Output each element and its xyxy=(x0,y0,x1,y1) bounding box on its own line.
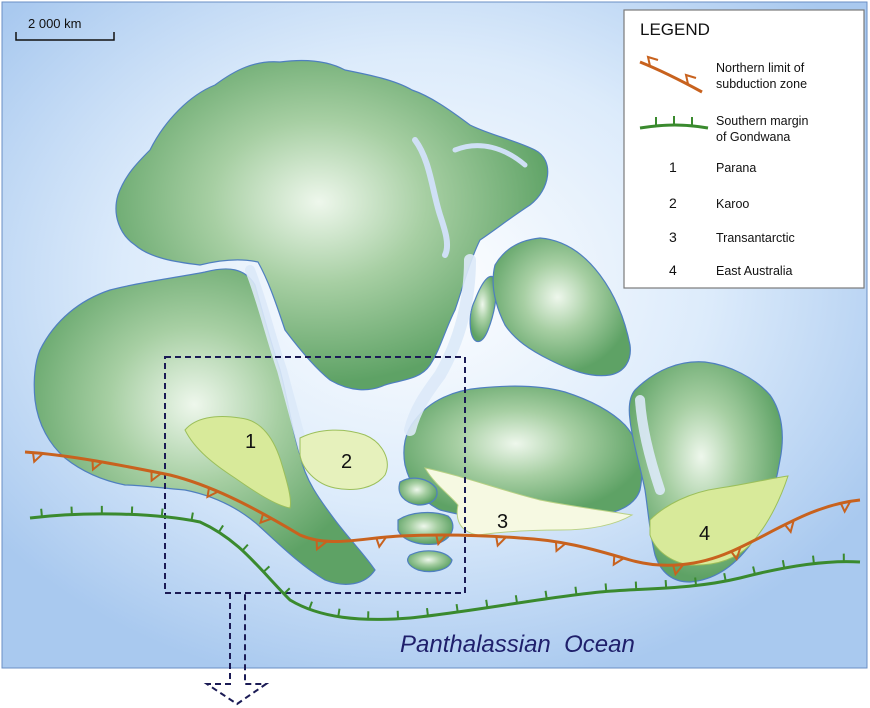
margin-tick xyxy=(514,595,519,604)
legend-number-1: 1 xyxy=(669,159,677,175)
scale-bar-label: 2 000 km xyxy=(28,16,81,31)
margin-tick xyxy=(241,543,249,552)
red-sea-inlet xyxy=(412,137,451,258)
legend-number-3: 3 xyxy=(669,229,677,245)
margin-tick xyxy=(426,607,429,617)
australia-antarctica-rift xyxy=(635,395,665,495)
africa-landmass xyxy=(115,59,549,391)
legend-subduction-symbol xyxy=(639,55,703,94)
legend-title: LEGEND xyxy=(640,20,710,39)
subduction-tooth xyxy=(375,536,388,549)
gondwana-southern-margin-line xyxy=(29,512,861,621)
subduction-tooth xyxy=(91,460,103,472)
margin-tick xyxy=(812,555,815,564)
margin-tick xyxy=(694,577,698,586)
legend-margin-symbol xyxy=(639,116,709,130)
inset-arrow xyxy=(203,593,270,706)
margin-tick xyxy=(664,579,668,589)
madagascar-landmass xyxy=(469,275,498,343)
margin-tick xyxy=(723,573,727,582)
antarctic-fragment-3 xyxy=(407,550,453,573)
subduction-tooth xyxy=(206,487,219,499)
subduction-tooth xyxy=(730,547,742,562)
subduction-tooth xyxy=(495,536,507,548)
scale-bar: 2 000 km xyxy=(15,16,115,41)
margin-tick xyxy=(337,608,341,617)
margin-tick xyxy=(752,566,756,575)
margin-tick xyxy=(308,601,313,610)
arabian-peninsula-gap xyxy=(452,143,528,168)
subduction-tooth xyxy=(554,541,567,553)
india-africa-rift xyxy=(404,254,476,436)
margin-tick xyxy=(781,560,786,569)
basin-label-3: 3 xyxy=(497,511,508,533)
legend-transantarctic: Transantarctic xyxy=(716,231,795,245)
margin-tick xyxy=(485,599,489,608)
subduction-tooth xyxy=(839,500,852,514)
basins xyxy=(184,416,789,566)
margin-tick xyxy=(40,508,43,517)
basin-label-4: 4 xyxy=(699,523,710,545)
subduction-limit-line xyxy=(24,450,861,567)
margin-tick xyxy=(262,565,271,573)
legend-subduction-line-2: subduction zone xyxy=(716,77,807,91)
margin-tick xyxy=(604,583,608,592)
subduction-tooth xyxy=(672,564,684,577)
transantarctic-basin xyxy=(424,467,634,536)
margin-tick xyxy=(217,524,224,533)
legend-margin-line-2: of Gondwana xyxy=(716,130,790,144)
subduction-tooth xyxy=(315,539,328,552)
legend-karoo: Karoo xyxy=(716,197,749,211)
subduction-tooth xyxy=(31,452,44,464)
south-atlantic-rift xyxy=(245,265,310,460)
subduction-tooth xyxy=(150,471,162,483)
landmasses xyxy=(33,59,783,585)
margin-tick xyxy=(455,604,459,613)
ocean-label: Panthalassian Ocean xyxy=(400,631,635,658)
subduction-tooth xyxy=(259,513,273,525)
antarctic-fragment-1 xyxy=(398,477,438,506)
subduction-tooth xyxy=(612,555,625,567)
margin-tick xyxy=(190,512,194,521)
basin-label-2: 2 xyxy=(341,451,352,473)
parana-basin xyxy=(184,416,291,509)
subduction-tooth xyxy=(435,534,447,547)
india-landmass xyxy=(492,237,631,377)
legend-subduction-line-1: Northern limit of xyxy=(716,61,805,75)
legend-number-4: 4 xyxy=(669,262,677,278)
subduction-tooth xyxy=(784,519,795,534)
gondwana-margin-ticks xyxy=(40,505,845,620)
antarctic-fragment-2 xyxy=(397,511,454,545)
legend-number-2: 2 xyxy=(669,195,677,211)
karoo-basin xyxy=(299,429,388,490)
margin-tick xyxy=(574,586,578,595)
margin-tick xyxy=(160,508,164,517)
legend-parana: Parana xyxy=(716,161,756,175)
margin-tick xyxy=(283,587,291,595)
subduction-teeth xyxy=(31,452,852,577)
legend-east-australia: East Australia xyxy=(716,264,792,278)
margin-tick xyxy=(544,590,548,599)
legend-margin-line-1: Southern margin xyxy=(716,114,808,128)
legend-box: LEGEND Northern limit of subduction zone… xyxy=(623,9,865,289)
basin-label-1: 1 xyxy=(245,431,256,453)
